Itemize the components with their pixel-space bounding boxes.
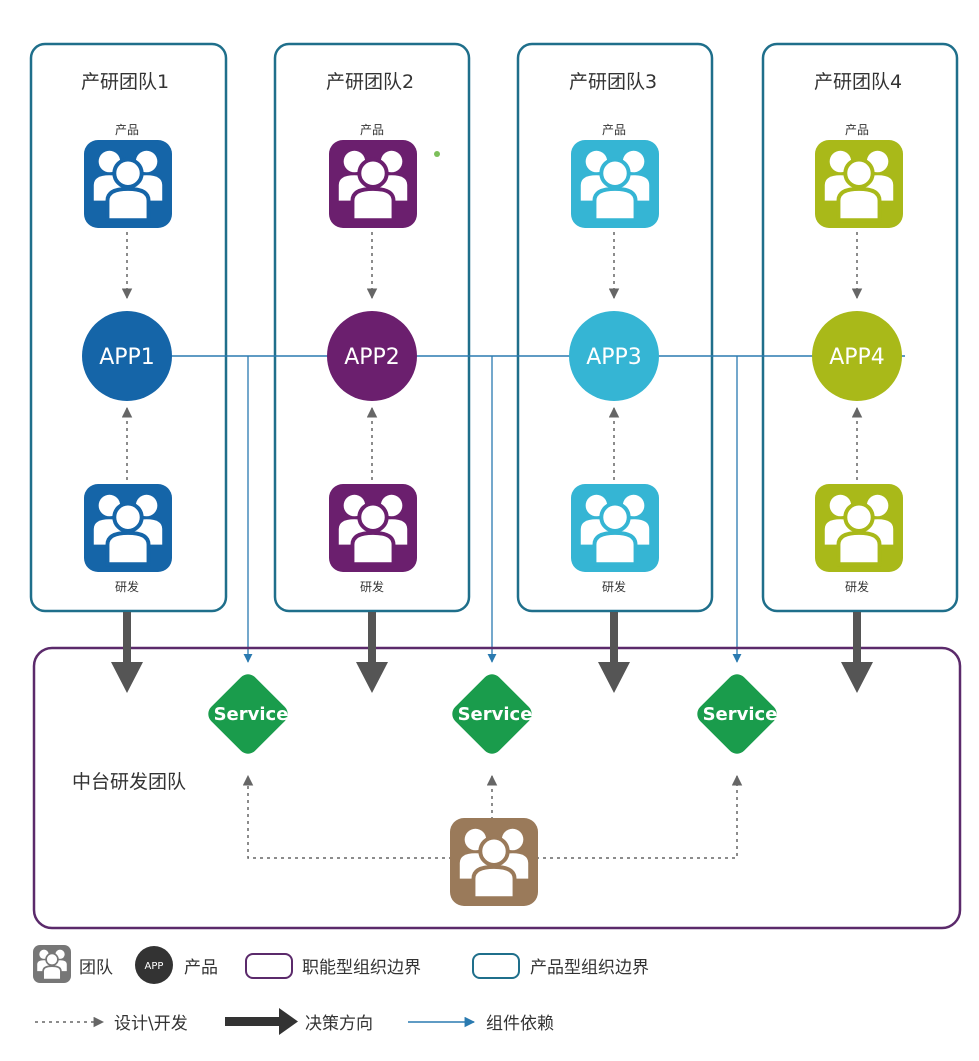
- service-node-2: Service: [452, 674, 533, 754]
- platform-title: 中台研发团队: [72, 771, 186, 793]
- legend-design-dev-label: 设计\开发: [114, 1014, 188, 1034]
- legend-product-box: [472, 953, 520, 979]
- service-node-3: Service: [697, 674, 778, 754]
- decision-arrow-1: [111, 612, 143, 693]
- app-circle-4: [812, 311, 902, 401]
- app-label-4: APP4: [829, 345, 885, 370]
- decision-arrow-2: [356, 612, 388, 693]
- legend-functional-label: 职能型组织边界: [302, 958, 421, 978]
- dev-team-icon-1: [84, 484, 172, 572]
- legend-decision-label: 决策方向: [305, 1014, 373, 1034]
- product-label-4: 产品: [845, 123, 869, 137]
- dev-label-3: 研发: [602, 579, 626, 594]
- dot-decoration: [434, 151, 440, 157]
- team-title-2: 产研团队2: [326, 71, 414, 93]
- dev-label-1: 研发: [115, 579, 139, 594]
- platform-dep-left: [242, 774, 452, 859]
- legend-team-label: 团队: [79, 958, 113, 978]
- platform-boundary: [32, 646, 962, 930]
- team-title-1: 产研团队1: [81, 71, 169, 93]
- legend-product-label: 产品: [184, 958, 218, 978]
- product-team-icon-2: [329, 140, 417, 228]
- decision-arrow-4: [841, 612, 873, 693]
- team-boundary-4: [761, 42, 959, 613]
- app-label-2: APP2: [344, 345, 400, 370]
- dev-label-4: 研发: [845, 579, 869, 594]
- team-boundary-2: [273, 42, 471, 613]
- team-title-4: 产研团队4: [814, 71, 902, 93]
- app-circle-2: [327, 311, 417, 401]
- product-team-icon-1: [84, 140, 172, 228]
- product-label-3: 产品: [602, 123, 626, 137]
- legend-component-label: 组件依赖: [486, 1014, 554, 1034]
- product-team-icon-3: [571, 140, 659, 228]
- dev-team-icon-4: [815, 484, 903, 572]
- team-title-3: 产研团队3: [569, 71, 657, 93]
- legend-app-badge-text: APP: [145, 961, 164, 972]
- service-label-1: Service: [214, 704, 289, 725]
- app-circle-1: [82, 311, 172, 401]
- dev-label-2: 研发: [360, 579, 384, 594]
- platform-team-icon: [450, 818, 538, 906]
- product-label-1: 产品: [115, 123, 139, 137]
- legend-app-badge: [135, 946, 173, 984]
- legend-functional-box: [245, 953, 293, 979]
- app-circle-3: [569, 311, 659, 401]
- legend-product-boundary-label: 产品型组织边界: [530, 958, 649, 978]
- product-team-icon-4: [815, 140, 903, 228]
- decision-arrow-3: [598, 612, 630, 693]
- service-label-3: Service: [703, 704, 778, 725]
- product-label-2: 产品: [360, 123, 384, 137]
- team-boundary-3: [516, 42, 714, 613]
- legend-decision-arrow: [225, 1008, 298, 1035]
- team-boundary-1: [29, 42, 228, 613]
- legend-team-icon: [33, 945, 71, 983]
- app-label-1: APP1: [99, 345, 155, 370]
- dev-team-icon-3: [571, 484, 659, 572]
- service-label-2: Service: [458, 704, 533, 725]
- service-node-1: Service: [208, 674, 289, 754]
- platform-dep-right: [536, 774, 743, 859]
- dev-team-icon-2: [329, 484, 417, 572]
- app-label-3: APP3: [586, 345, 642, 370]
